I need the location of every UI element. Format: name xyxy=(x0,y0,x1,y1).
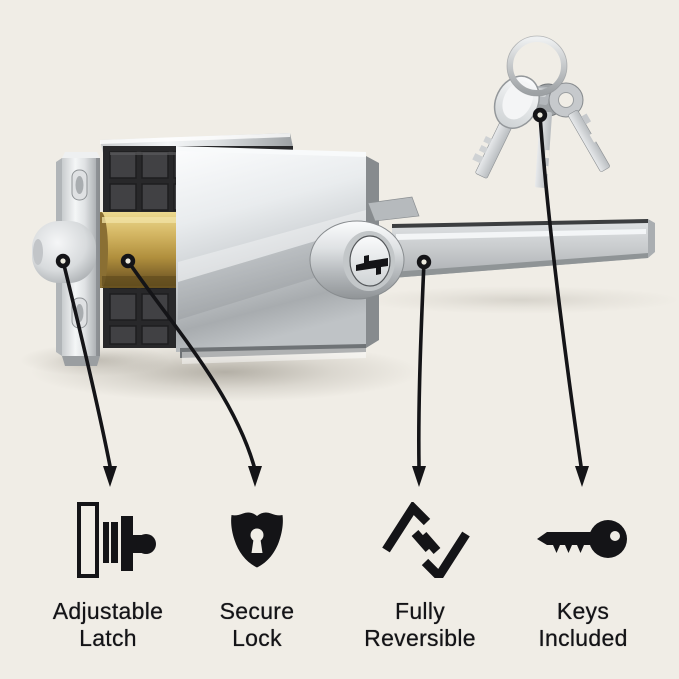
arrow-down-icon xyxy=(103,466,117,487)
callout-arrowheads xyxy=(103,466,589,487)
rear-lever xyxy=(367,196,420,222)
arrow-down-icon xyxy=(575,466,589,487)
arrow-down-icon xyxy=(412,466,426,487)
keyway xyxy=(356,255,388,275)
lever-handle xyxy=(392,219,655,278)
callout-line-keys-included xyxy=(538,113,583,468)
keys-on-ring xyxy=(472,35,610,188)
key xyxy=(548,82,610,172)
callout-dots xyxy=(55,107,548,270)
callout-line-secure-lock xyxy=(126,259,256,468)
callouts xyxy=(61,113,583,468)
latch-bolt xyxy=(32,221,96,283)
key-ring xyxy=(507,36,567,96)
callout-line-adjustable-latch xyxy=(61,259,112,468)
key xyxy=(472,75,540,179)
callout-line-fully-reversible xyxy=(417,260,426,468)
key-cylinder-face xyxy=(309,220,405,300)
arrow-down-icon xyxy=(248,466,262,487)
screw-slot xyxy=(71,169,88,201)
